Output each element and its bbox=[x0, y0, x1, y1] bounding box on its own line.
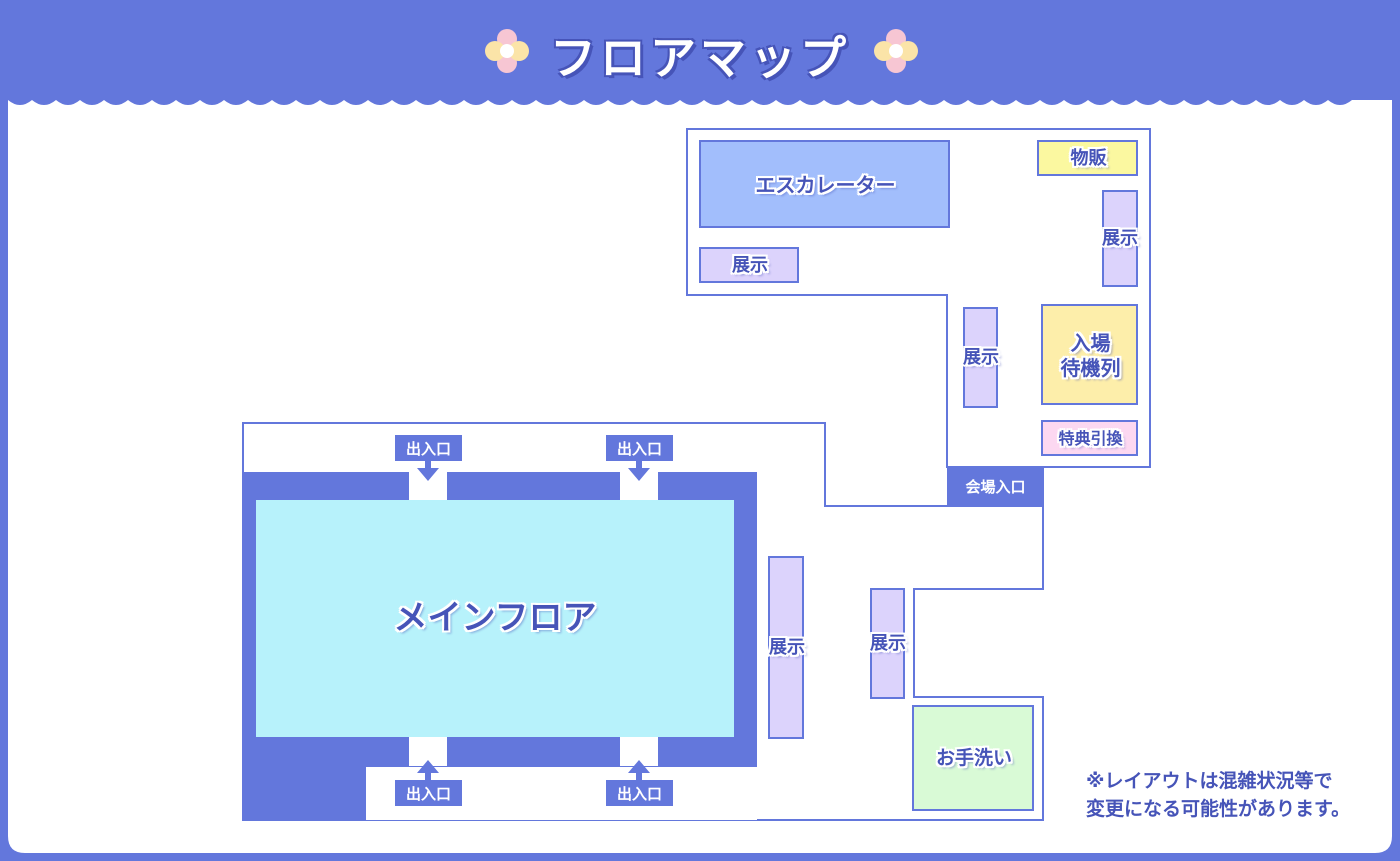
waiting-line-area bbox=[1041, 304, 1138, 405]
door-label-top-right: 出入口 bbox=[606, 435, 673, 461]
main-floor-label: メインフロア bbox=[393, 598, 597, 639]
exhibit-area-2 bbox=[1102, 190, 1138, 287]
bonus-exchange-label: 特典引換 bbox=[1058, 429, 1123, 448]
corridor-outline bbox=[242, 422, 1044, 821]
exhibit-area-5 bbox=[870, 588, 905, 699]
door-arrow-bottom-left bbox=[417, 760, 439, 781]
flower-icon bbox=[485, 29, 529, 73]
exhibit-label-5: 展示 bbox=[870, 633, 906, 655]
exhibit-label-1: 展示 bbox=[732, 254, 768, 276]
main-floor-area bbox=[256, 500, 734, 737]
escalator-label: エスカレーター bbox=[755, 172, 896, 197]
waiting-line-label: 入場 待機列 bbox=[1060, 330, 1121, 380]
exhibit-label-2: 展示 bbox=[1102, 228, 1138, 250]
restroom-area bbox=[912, 705, 1034, 811]
flower-icon bbox=[874, 29, 918, 73]
door-label-bottom-left: 出入口 bbox=[395, 780, 462, 806]
door-label-bottom-right: 出入口 bbox=[606, 780, 673, 806]
door-label-top-left: 出入口 bbox=[395, 435, 462, 461]
merch-area bbox=[1037, 140, 1138, 176]
door-arrow-top-left bbox=[417, 459, 439, 481]
layout-change-note: ※レイアウトは混雑状況等で 変更になる可能性があります。 bbox=[1086, 770, 1351, 820]
exhibit-area-3 bbox=[963, 307, 998, 408]
exhibit-label-3: 展示 bbox=[963, 347, 999, 369]
venue-entrance-label: 会場入口 bbox=[947, 467, 1044, 506]
merch-label: 物販 bbox=[1070, 147, 1107, 169]
bonus-exchange-area bbox=[1041, 420, 1138, 456]
exhibit-label-4: 展示 bbox=[769, 637, 805, 659]
door-arrow-top-right bbox=[628, 459, 650, 481]
exhibit-area-1 bbox=[699, 247, 799, 283]
escalator-area bbox=[699, 140, 950, 228]
exhibit-area-4 bbox=[768, 556, 804, 739]
page-title: フロアマップ bbox=[550, 31, 850, 85]
restroom-label: お手洗い bbox=[935, 747, 1012, 770]
door-arrow-bottom-right bbox=[628, 760, 650, 781]
